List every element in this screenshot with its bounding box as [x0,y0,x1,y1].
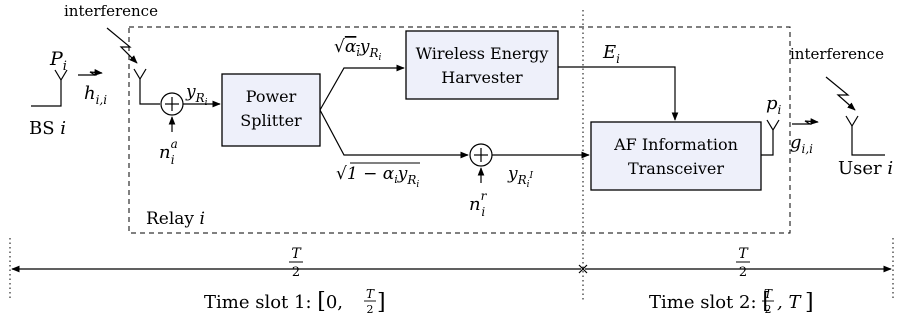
svg-text:Time slot 1: [0,: Time slot 1: [0, [204,289,343,314]
info-signal-label: yRiI [507,164,534,190]
relay-tx-antenna-icon [761,119,780,156]
adder-info-noise-icon [469,143,493,167]
svg-text:Time slot 2: [: Time slot 2: [ [649,289,771,314]
svg-text:]: ] [377,290,386,315]
energy-harvester-box [405,30,559,100]
info-branch-label: √1 − αiyRi [336,164,419,190]
svg-text:T: T [366,287,375,301]
bs-antenna-icon [31,69,68,107]
svg-text:2: 2 [739,265,747,280]
energy-label: Ei [602,42,620,66]
channel-g-label: gi,i [790,132,813,156]
af-transceiver-box [590,121,762,191]
af-transceiver-label-line1: AF Information [613,135,738,154]
user-label: User i [838,158,893,179]
bs-power-label: Pi [49,48,67,74]
user-antenna-icon [845,115,885,156]
relay-boundary [128,26,791,234]
half-period-right-label: T 2 [736,246,750,280]
info-branch-arrow [319,109,469,159]
interference-right-label: interference [790,45,884,63]
bs-label: BS i [29,118,66,139]
relay-label: Relay i [146,209,205,229]
power-splitter-box [221,73,321,147]
adder-relay-noise-icon [160,92,184,116]
af-transceiver-label-line2: Transceiver [628,159,724,178]
svg-text:, T: , T [777,292,802,313]
svg-text:]: ] [805,290,814,315]
interference-left-label: interference [64,2,158,20]
power-splitter-label-line2: Splitter [240,111,302,130]
energy-harvester-label-line1: Wireless Energy [416,44,549,63]
svg-text:2: 2 [367,303,374,316]
energy-harvester-label-line2: Harvester [441,68,523,87]
wireless-link-g-icon [792,118,819,125]
time-slot-1-label: Time slot 1: [0, T 2 ] [204,287,386,316]
energy-branch-label: √αiyRi [334,37,382,63]
svg-text:2: 2 [765,303,772,316]
relay-power-label: pi [766,93,782,117]
channel-h-label: hi,i [84,83,107,107]
lightning-left-icon [106,27,138,64]
relay-rx-antenna-icon [133,68,160,105]
wireless-link-h-icon [78,69,103,76]
energy-arrow [558,66,679,121]
svg-text:T: T [291,246,302,262]
time-cross-tick [578,264,588,274]
svg-text:T: T [764,287,773,301]
svg-text:T: T [738,246,749,262]
svg-text:2: 2 [292,265,300,280]
half-period-left-label: T 2 [289,246,303,280]
power-splitter-label-line1: Power [246,87,297,106]
time-slot-2-label: Time slot 2: [ T 2 , T ] [649,287,814,316]
lightning-right-icon [825,76,856,111]
energy-branch-arrow [319,64,405,111]
